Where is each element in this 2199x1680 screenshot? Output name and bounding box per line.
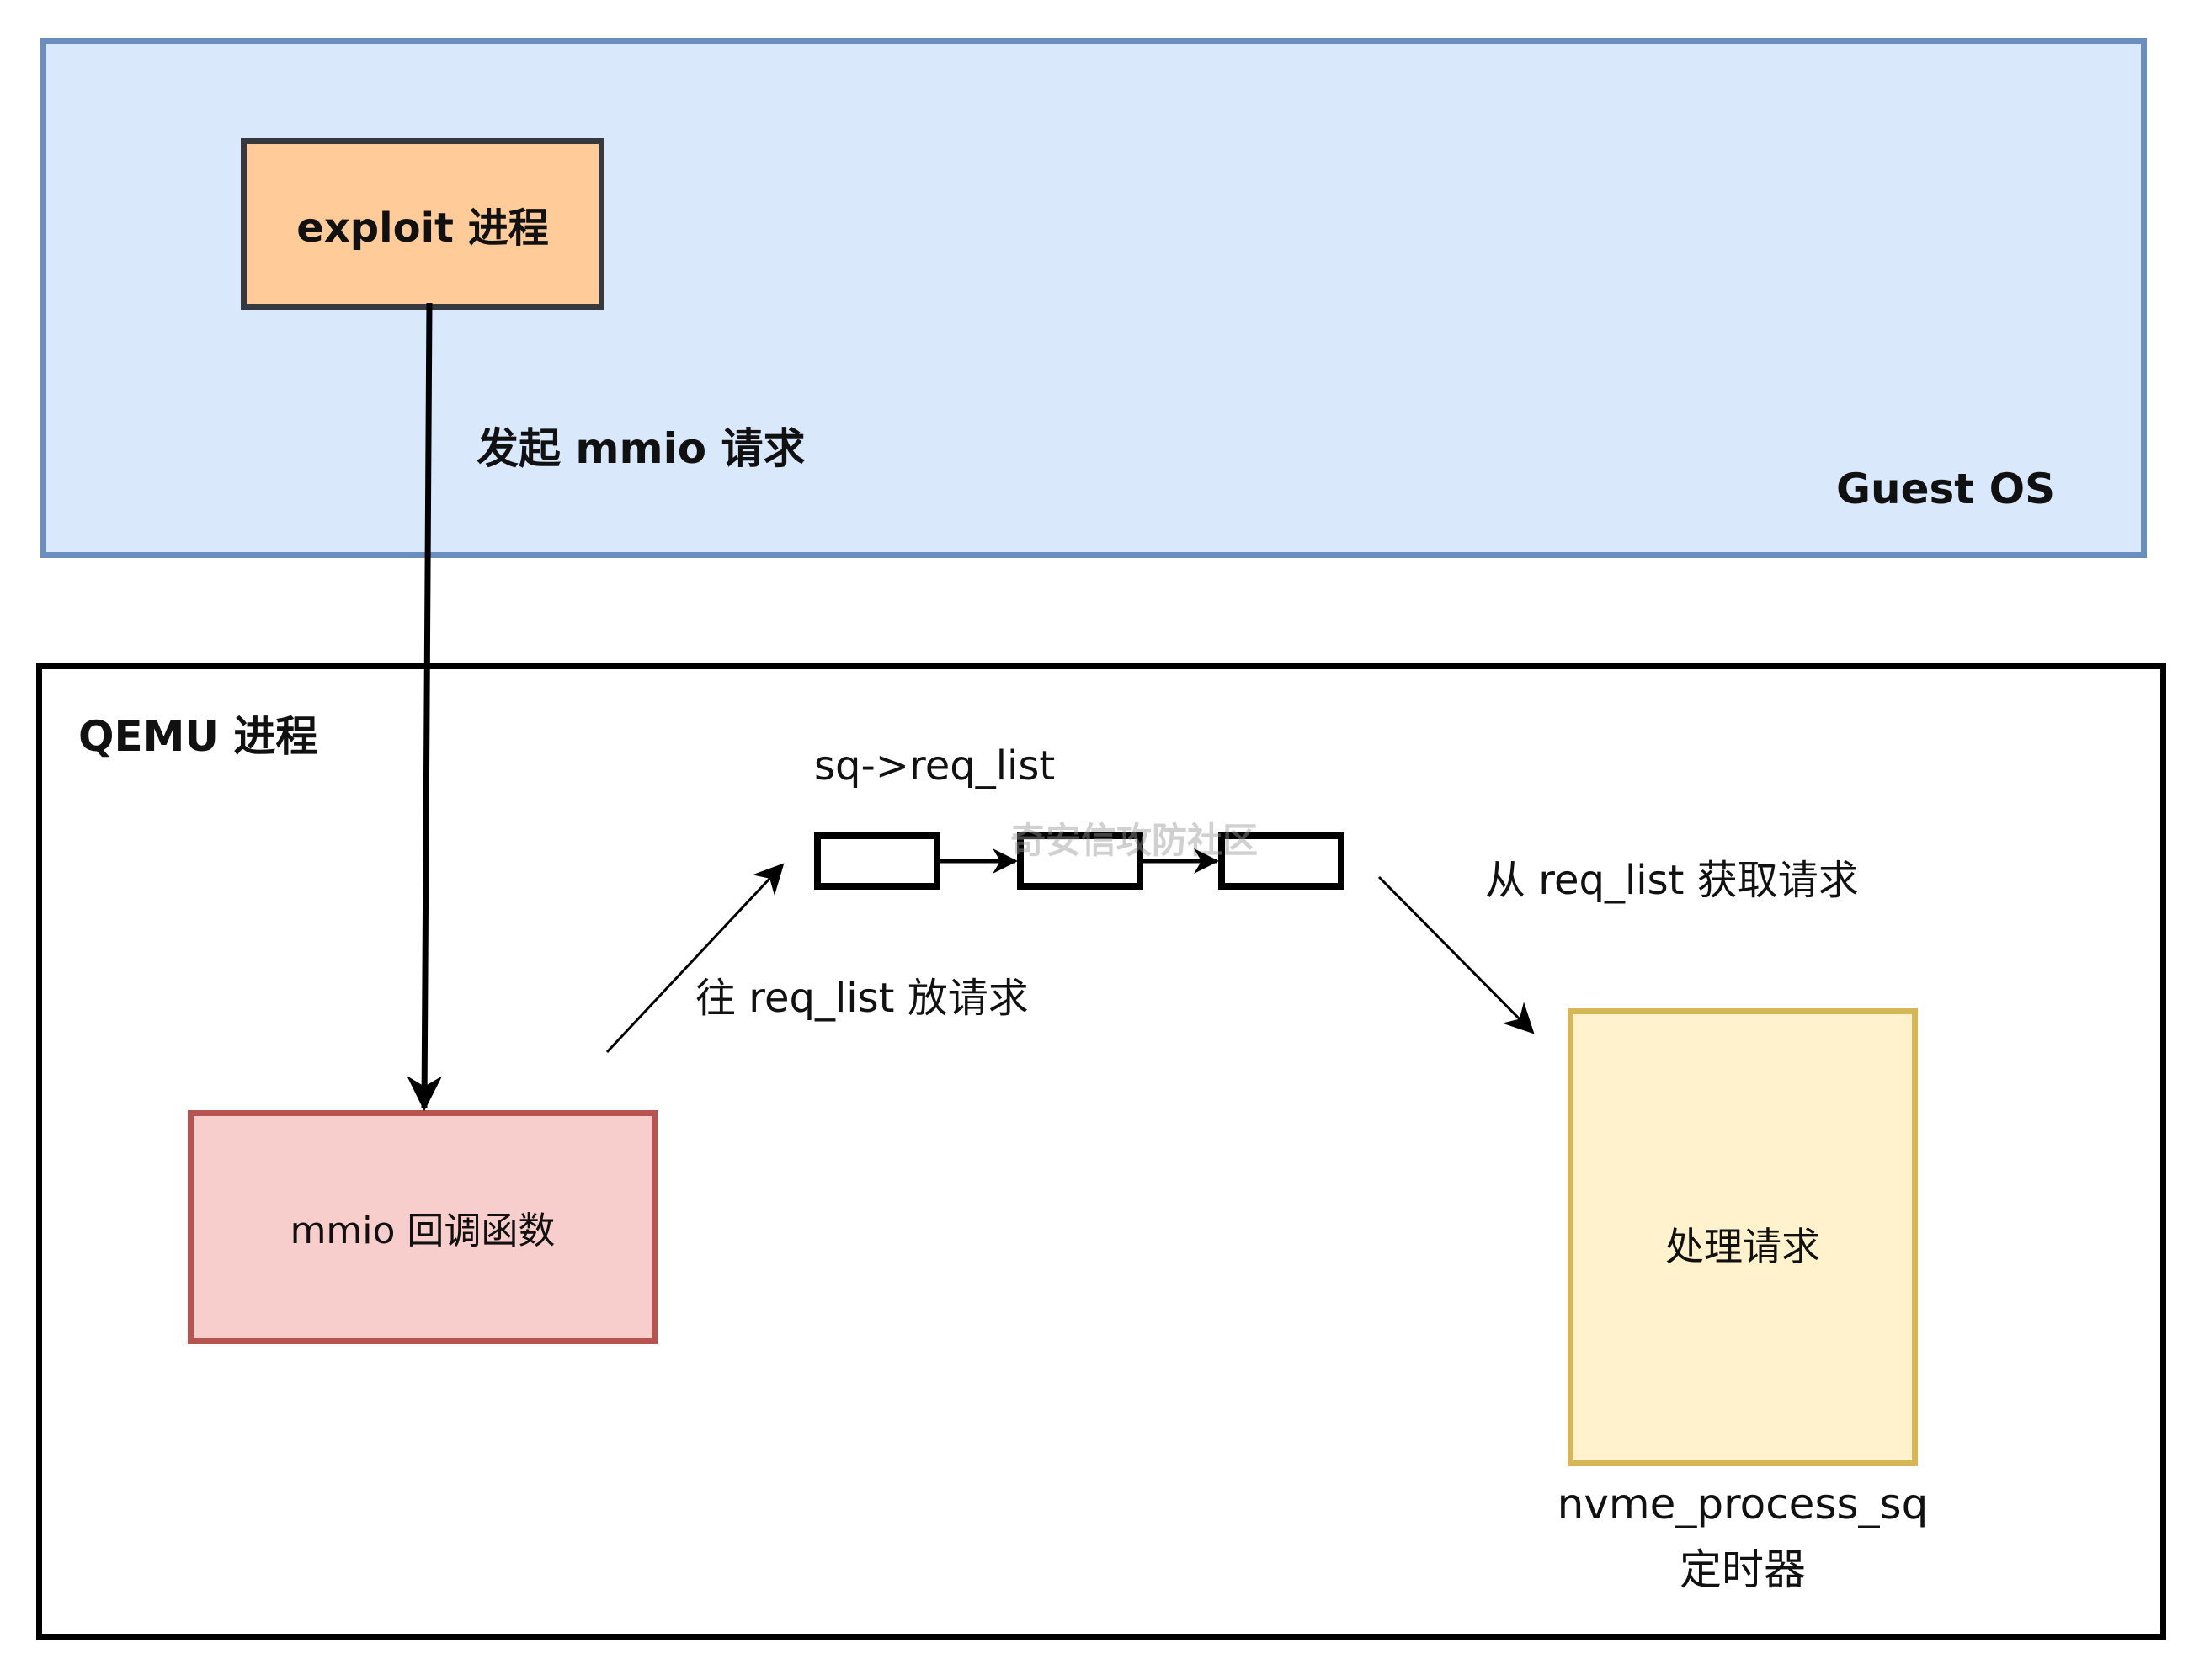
- arrow-exploit-to-mmio-callback: [407, 302, 443, 1112]
- req-list-node-3[interactable]: [1218, 832, 1344, 890]
- put-request-edge-label: 往 req_list 放请求: [695, 975, 1029, 1022]
- mmio-request-edge-label: 发起 mmio 请求: [477, 424, 806, 473]
- exploit-process-label: exploit 进程: [296, 205, 549, 252]
- req-list-node-2[interactable]: [1017, 832, 1143, 890]
- req-list-label: sq->req_list: [814, 742, 1056, 789]
- timer-caption-line2: 定时器: [1680, 1545, 1806, 1594]
- req-list-node-1[interactable]: [814, 832, 940, 890]
- process-request-label: 处理请求: [1665, 1224, 1820, 1269]
- guest-os-label: Guest OS: [1836, 465, 2056, 513]
- qemu-process-label: QEMU 进程: [78, 712, 318, 761]
- arrow-callback-to-req-list: [605, 863, 785, 1054]
- process-request-box[interactable]: 处理请求: [1568, 1008, 1918, 1466]
- mmio-callback-label: mmio 回调函数: [290, 1209, 556, 1252]
- get-request-edge-label: 从 req_list 获取请求: [1485, 857, 1859, 904]
- mmio-callback-box[interactable]: mmio 回调函数: [188, 1110, 658, 1344]
- timer-caption-line1: nvme_process_sq: [1557, 1480, 1929, 1528]
- arrow-req-list-to-process: [1377, 875, 1535, 1034]
- exploit-process-box[interactable]: exploit 进程: [241, 138, 604, 310]
